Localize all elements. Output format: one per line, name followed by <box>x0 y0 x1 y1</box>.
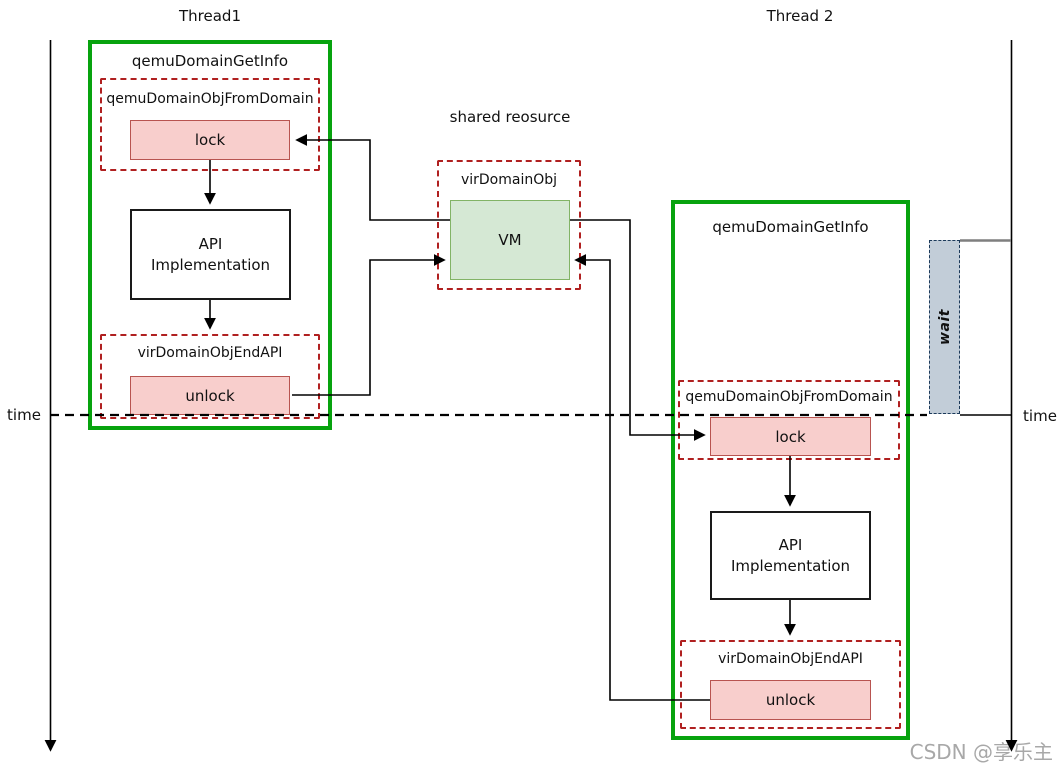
thread2-api-box: API Implementation <box>710 511 871 600</box>
thread1-api-box: API Implementation <box>130 209 291 300</box>
thread1-container <box>88 40 332 430</box>
time-label-right: time <box>1023 407 1057 425</box>
thread2-endapi-label: virDomainObjEndAPI <box>718 651 863 667</box>
wait-label: wait <box>936 309 953 345</box>
wait-bar: wait <box>929 240 960 414</box>
thread2-unlock-box: unlock <box>710 680 871 720</box>
thread2-title: Thread 2 <box>766 7 834 25</box>
thread1-endapi-label: virDomainObjEndAPI <box>137 345 283 361</box>
thread2-lock-box: lock <box>710 417 871 456</box>
thread2-function-label: qemuDomainGetInfo <box>712 218 869 236</box>
thread1-fromdomain-label: qemuDomainObjFromDomain <box>106 91 314 107</box>
thread1-function-label: qemuDomainGetInfo <box>131 52 289 70</box>
vm-box: VM <box>450 200 570 280</box>
thread1-title: Thread1 <box>179 7 241 25</box>
thread1-lock-box: lock <box>130 120 290 160</box>
virdomainobj-label: virDomainObj <box>460 172 558 188</box>
thread1-unlock-box: unlock <box>130 376 290 415</box>
thread2-fromdomain-label: qemuDomainObjFromDomain <box>685 389 893 405</box>
time-label-left: time <box>7 406 41 424</box>
shared-resource-heading: shared reosurce <box>449 108 571 126</box>
watermark: CSDN @享乐主 <box>909 740 1053 764</box>
